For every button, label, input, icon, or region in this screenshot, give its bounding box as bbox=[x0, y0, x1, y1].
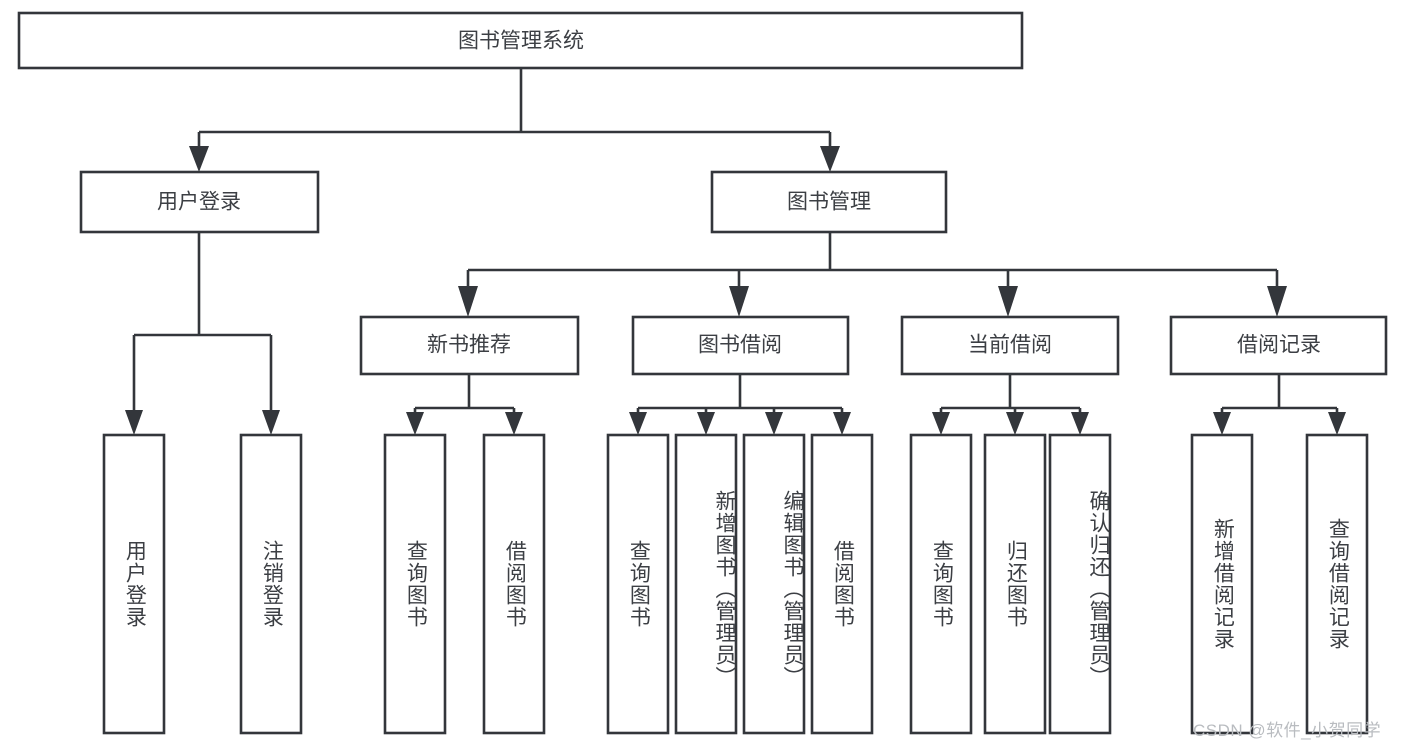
arrow-current-borrow-leaf-3 bbox=[1071, 412, 1089, 435]
node-book-mgmt-label: 图书管理 bbox=[787, 191, 871, 214]
leaf-borrow-book-1-box[interactable] bbox=[482, 433, 546, 735]
arrow-new-book-rec-leaf-2 bbox=[505, 412, 523, 435]
leaf-borrow-book-2-box[interactable] bbox=[810, 433, 874, 735]
leaf-query-book-3-box[interactable] bbox=[909, 433, 973, 735]
arrow-book-borrow-leaf-1 bbox=[629, 412, 647, 435]
arrow-borrow-record-leaf-2 bbox=[1328, 412, 1346, 435]
node-user-login-label: 用户登录 bbox=[157, 191, 241, 214]
node-current-borrow-label: 当前借阅 bbox=[968, 334, 1052, 357]
arrow-user-login-leaf-2 bbox=[262, 410, 280, 435]
leaf-query-book-1-box[interactable] bbox=[383, 433, 447, 735]
arrow-book-borrow-leaf-4 bbox=[833, 412, 851, 435]
node-book-borrow-label: 图书借阅 bbox=[698, 334, 782, 357]
node-new-book-rec-box[interactable] bbox=[359, 315, 580, 376]
leaf-edit-book-box[interactable] bbox=[742, 433, 806, 735]
arrow-book-borrow-leaf-2 bbox=[697, 412, 715, 435]
node-root-box[interactable] bbox=[17, 11, 1024, 70]
arrow-root-to-user-login bbox=[189, 146, 209, 172]
arrow-book-mgmt-to-borrow-record bbox=[1267, 286, 1287, 317]
node-user-login-box[interactable] bbox=[79, 170, 320, 234]
csdn-watermark: CSDN @软件_小贺同学 bbox=[1193, 721, 1382, 740]
arrow-book-mgmt-to-book-borrow bbox=[729, 286, 749, 317]
node-borrow-record-label: 借阅记录 bbox=[1237, 334, 1321, 357]
leaf-user-login-box[interactable] bbox=[102, 433, 166, 735]
arrow-new-book-rec-leaf-1 bbox=[406, 412, 424, 435]
leaf-add-record-box[interactable] bbox=[1190, 433, 1254, 735]
node-current-borrow-box[interactable] bbox=[900, 315, 1120, 376]
arrow-current-borrow-leaf-2 bbox=[1006, 412, 1024, 435]
arrow-borrow-record-leaf-1 bbox=[1213, 412, 1231, 435]
node-root-label: 图书管理系统 bbox=[458, 30, 584, 53]
leaf-return-book-box[interactable] bbox=[983, 433, 1047, 735]
leaf-query-book-2-box[interactable] bbox=[606, 433, 670, 735]
arrow-book-mgmt-to-current-borrow bbox=[998, 286, 1018, 317]
arrow-current-borrow-leaf-1 bbox=[932, 412, 950, 435]
arrow-book-borrow-leaf-3 bbox=[765, 412, 783, 435]
leaf-add-book-box[interactable] bbox=[674, 433, 738, 735]
leaf-query-record-box[interactable] bbox=[1305, 433, 1369, 735]
leaf-confirm-return-box[interactable] bbox=[1048, 433, 1112, 735]
arrow-root-to-book-mgmt bbox=[820, 146, 840, 172]
node-new-book-rec-label: 新书推荐 bbox=[427, 334, 511, 357]
arrow-user-login-leaf-1 bbox=[125, 410, 143, 435]
arrow-book-mgmt-to-new-book-rec bbox=[458, 286, 478, 317]
leaf-user-logout-box[interactable] bbox=[239, 433, 303, 735]
